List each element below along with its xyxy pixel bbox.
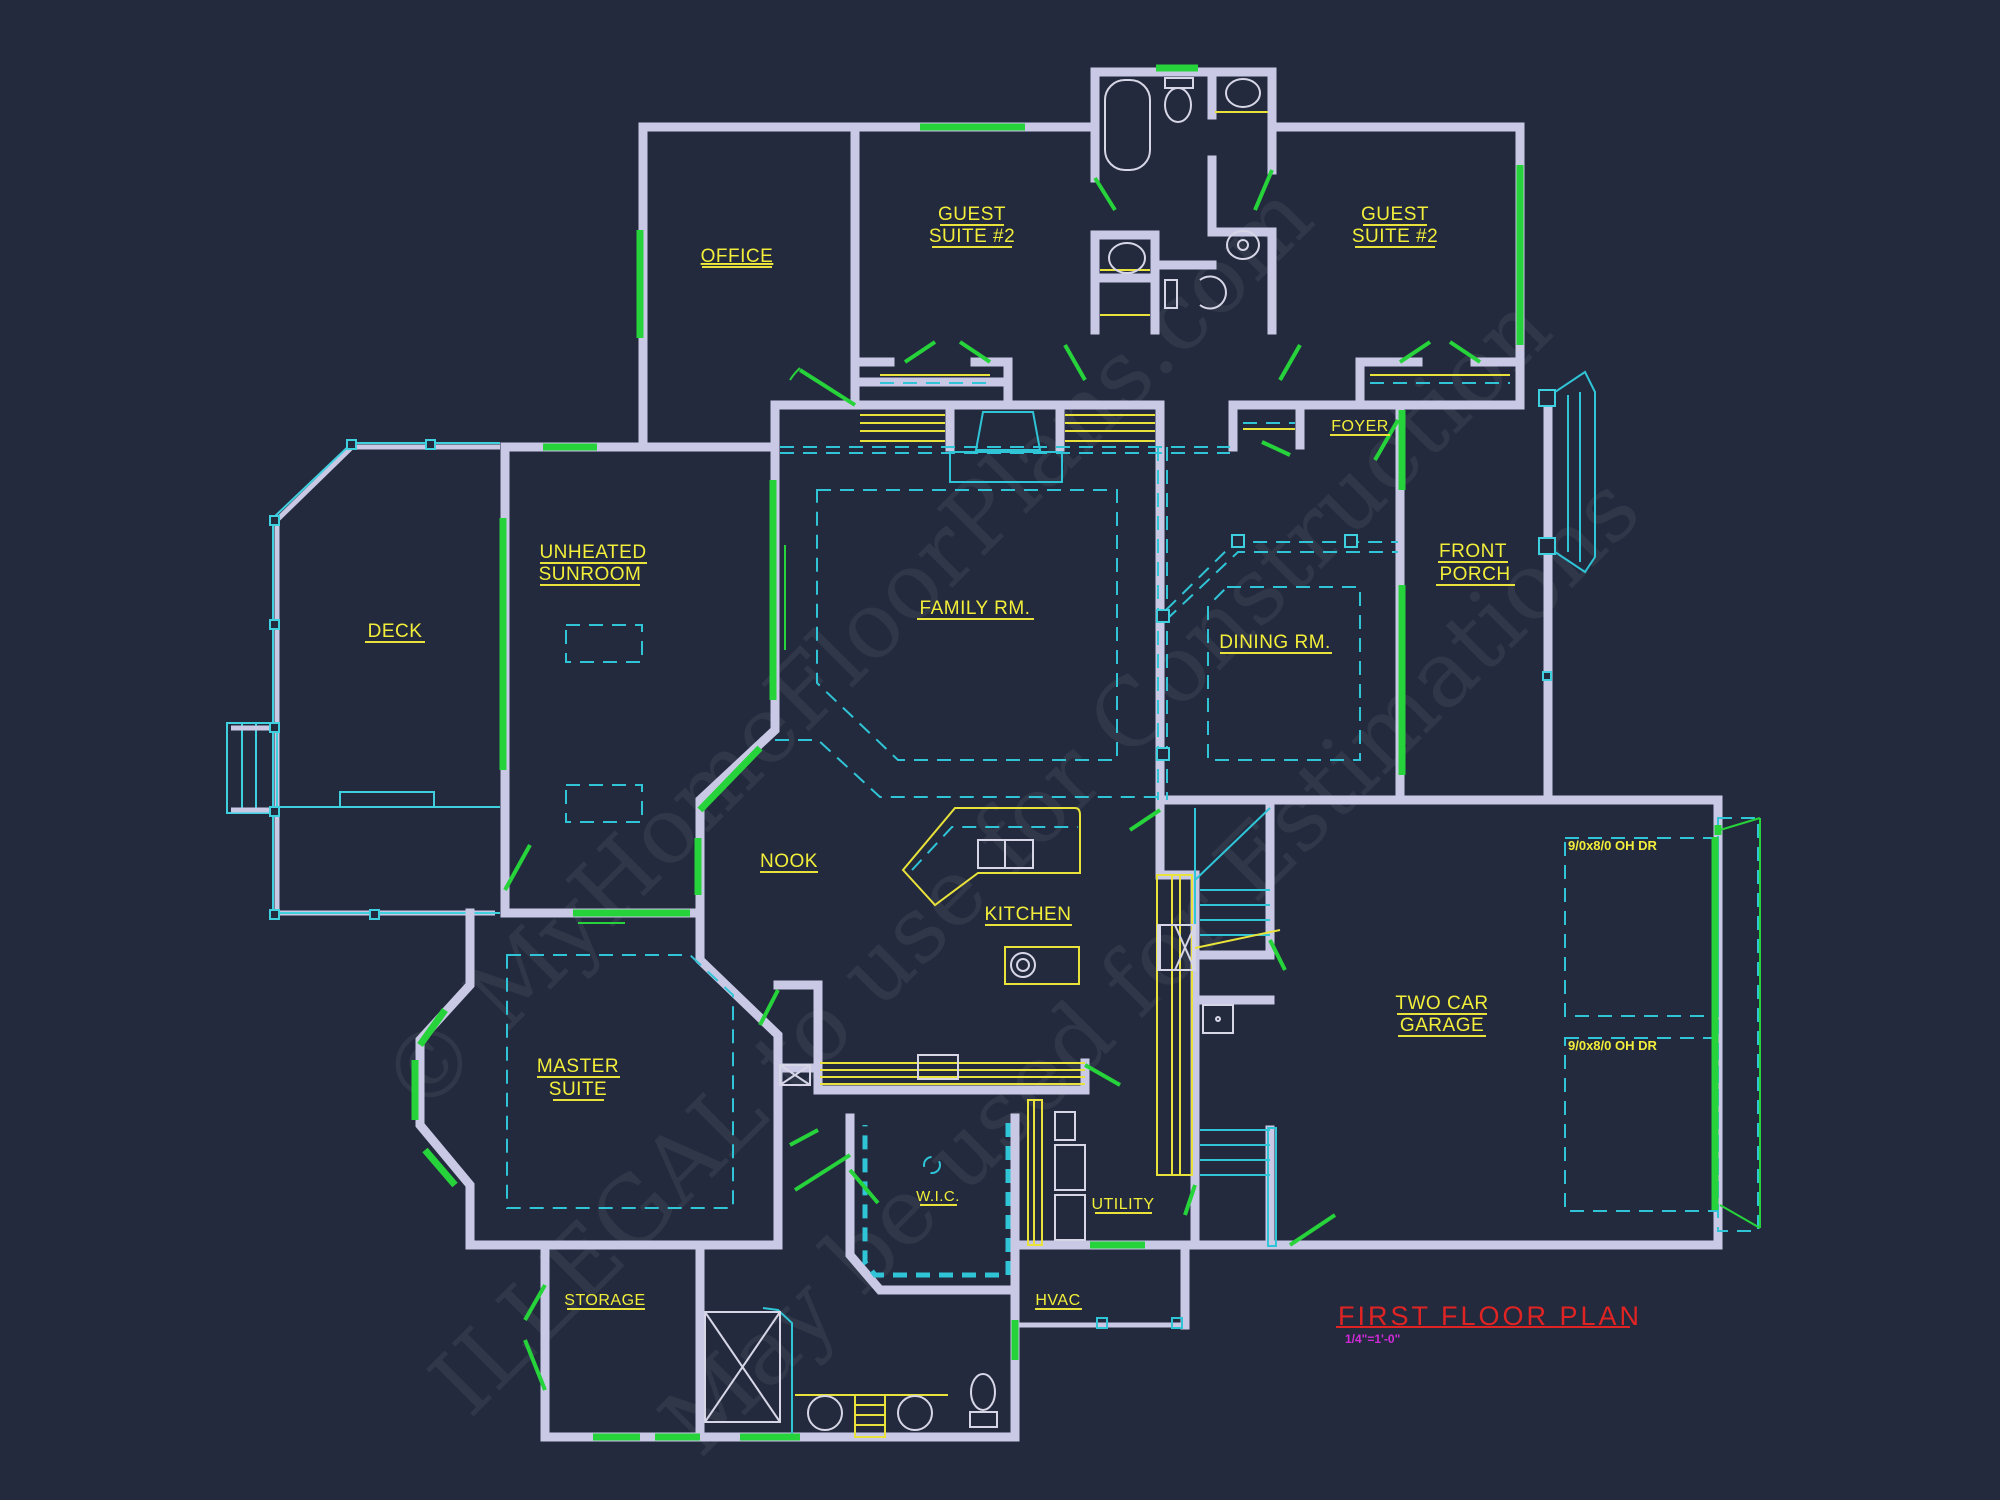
label-front-porch-2: PORCH (1439, 564, 1510, 585)
label-foyer: FOYER (1331, 418, 1389, 435)
label-family-room: FAMILY RM. (920, 598, 1031, 619)
label-underlines (365, 224, 1515, 1310)
label-front-porch-1: FRONT (1439, 541, 1507, 562)
label-guest-suite-right-1: GUEST (1361, 204, 1429, 225)
label-guest-suite-left-1: GUEST (938, 204, 1006, 225)
windows (411, 64, 1719, 1441)
label-sunroom-1: UNHEATED (539, 542, 646, 563)
label-wic: W.I.C. (916, 1188, 960, 1205)
label-dining-room: DINING RM. (1219, 632, 1331, 653)
label-garage-door-2: 9/0x8/0 OH DR (1568, 1038, 1657, 1053)
title-block: FIRST FLOOR PLAN 1/4"=1'-0" (1336, 1301, 1639, 1346)
label-garage-2: GARAGE (1400, 1015, 1484, 1036)
label-hvac: HVAC (1035, 1292, 1080, 1309)
doors (503, 169, 1761, 1391)
deck-structure (226, 439, 500, 920)
label-sunroom-2: SUNROOM (539, 564, 642, 585)
drawing-scale: 1/4"=1'-0" (1345, 1332, 1400, 1346)
cabinetry (795, 111, 1510, 1438)
label-deck: DECK (368, 621, 423, 642)
label-nook: NOOK (760, 851, 818, 872)
label-garage-door-1: 9/0x8/0 OH DR (1568, 838, 1657, 853)
hidden-lines (506, 370, 1759, 1437)
label-guest-suite-left-2: SUITE #2 (929, 226, 1015, 247)
label-garage-1: TWO CAR (1395, 993, 1488, 1014)
plumbing-fixtures (704, 77, 1281, 1431)
label-utility: UTILITY (1091, 1196, 1154, 1213)
label-master-2: SUITE (549, 1079, 607, 1100)
label-office: OFFICE (701, 246, 774, 267)
label-storage: STORAGE (564, 1292, 645, 1309)
room-labels: OFFICE GUEST SUITE #2 GUEST SUITE #2 DEC… (368, 204, 1658, 1309)
label-kitchen: KITCHEN (985, 904, 1072, 925)
label-guest-suite-right-2: SUITE #2 (1352, 226, 1438, 247)
label-master-1: MASTER (537, 1056, 619, 1077)
